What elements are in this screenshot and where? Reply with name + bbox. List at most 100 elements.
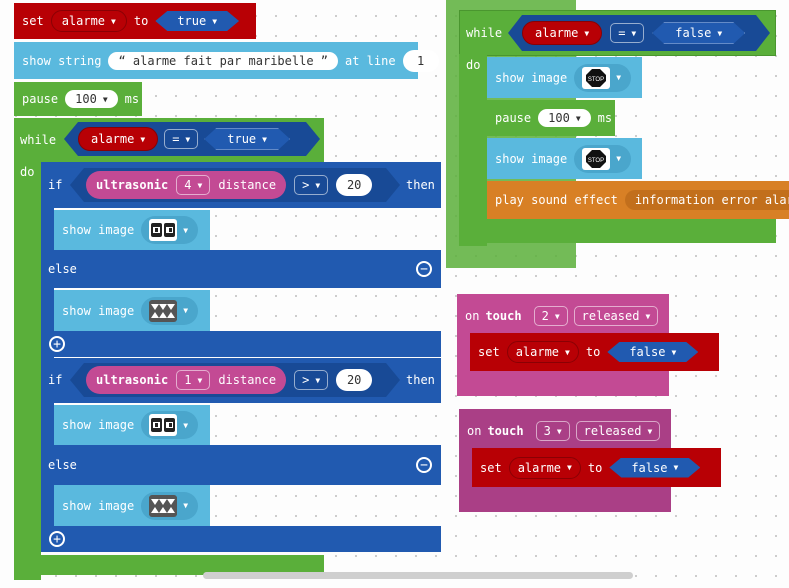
false-value-dropdown[interactable]: false▼: [652, 22, 745, 44]
svg-text:STOP: STOP: [588, 158, 604, 164]
greater-than-operator-dropdown[interactable]: >▼: [294, 175, 328, 195]
false-value-dropdown[interactable]: false▼: [607, 342, 698, 362]
show-image-teeth-block[interactable]: show image ▼: [54, 290, 210, 331]
pause-keyword: pause: [22, 92, 59, 106]
then-keyword: then: [406, 373, 435, 387]
minus-circle-icon[interactable]: −: [416, 457, 432, 473]
ms-unit: ms: [124, 92, 140, 106]
alarme-variable-dropdown[interactable]: alarme▼: [522, 21, 602, 45]
released-label: released: [581, 309, 640, 323]
released-label: released: [583, 424, 642, 438]
chevron-down-icon: ▼: [111, 16, 116, 26]
touch-pin-dropdown[interactable]: 3▼: [535, 421, 570, 441]
on-touch-2-header: on touch 2▼ released▼: [465, 306, 659, 326]
pause-duration-dropdown[interactable]: 100▼: [65, 90, 118, 108]
image-stop-dropdown[interactable]: STOP▼: [574, 144, 632, 173]
string-input[interactable]: “ alarme fait par maribelle ”: [108, 51, 338, 70]
ultrasonic-distance-reporter[interactable]: ultrasonic 4▼ distance: [86, 171, 286, 199]
port-value: 1: [184, 373, 192, 387]
equals-operator-dropdown[interactable]: =▼: [610, 23, 644, 43]
chevron-down-icon: ▼: [575, 113, 581, 123]
line-number-input[interactable]: 1: [402, 49, 439, 72]
set-keyword: set: [478, 345, 500, 359]
set-keyword: set: [22, 14, 44, 28]
chevron-down-icon: ▼: [556, 426, 562, 436]
if-1-condition[interactable]: ultrasonic 4▼ distance >▼ 20: [70, 168, 400, 202]
touch-state-dropdown[interactable]: released ▼: [573, 306, 659, 326]
chevron-down-icon: ▼: [645, 311, 651, 321]
horizontal-scrollbar[interactable]: [203, 572, 633, 579]
true-value-dropdown[interactable]: true▼: [204, 128, 290, 150]
image-stop-dropdown[interactable]: STOP▼: [574, 63, 632, 92]
alarme-variable-dropdown[interactable]: alarme▼: [78, 127, 158, 151]
ms-unit: ms: [597, 111, 613, 125]
show-image-stop-block-2[interactable]: show image STOP▼: [487, 138, 642, 179]
alarme-label: alarme: [535, 26, 579, 40]
while-keyword: while: [466, 26, 503, 40]
distance-label: distance: [218, 178, 277, 192]
if-block-2-footer: [41, 526, 441, 552]
image-eyes-dropdown[interactable]: ▼: [141, 411, 199, 439]
set-alarme-false-block[interactable]: set alarme▼ to false▼: [470, 333, 719, 371]
image-eyes-dropdown[interactable]: ▼: [141, 216, 199, 244]
touch-pin-dropdown[interactable]: 2▼: [533, 306, 568, 326]
false-label: false: [629, 345, 666, 359]
eyes-image-icon: [149, 414, 178, 436]
chevron-down-icon: ▼: [183, 306, 189, 315]
pause-duration-dropdown[interactable]: 100▼: [538, 109, 591, 127]
to-keyword: to: [587, 460, 603, 475]
false-value-dropdown[interactable]: false▼: [609, 458, 700, 478]
show-image-keyword: show image: [495, 151, 568, 166]
chevron-down-icon: ▼: [185, 134, 191, 144]
touch-keyword: touch: [485, 309, 522, 323]
port-dropdown[interactable]: 1▼: [176, 370, 210, 390]
to-keyword: to: [133, 14, 149, 28]
pause-value: 100: [75, 92, 97, 106]
show-image-stop-block-1[interactable]: show image STOP▼: [487, 57, 642, 98]
alarme-variable-dropdown[interactable]: alarme▼: [508, 456, 581, 479]
equals-operator-dropdown[interactable]: =▼: [164, 129, 198, 149]
image-teeth-dropdown[interactable]: ▼: [141, 491, 199, 520]
image-teeth-dropdown[interactable]: ▼: [141, 296, 199, 325]
show-image-keyword: show image: [495, 70, 568, 85]
minus-circle-icon[interactable]: −: [416, 261, 432, 277]
show-image-eyes-block[interactable]: show image ▼: [54, 405, 210, 445]
show-string-keyword: show string: [22, 53, 102, 68]
set-keyword: set: [480, 460, 502, 475]
chevron-down-icon: ▼: [673, 463, 679, 472]
pause-block[interactable]: pause 100▼ ms: [487, 100, 615, 136]
ultrasonic-label: ultrasonic: [96, 373, 169, 387]
alarme-variable-dropdown[interactable]: alarme▼: [50, 10, 127, 32]
show-image-teeth-block[interactable]: show image ▼: [54, 485, 210, 526]
show-string-block[interactable]: show string “ alarme fait par maribelle …: [14, 42, 439, 79]
pause-block[interactable]: pause 100▼ ms: [14, 82, 142, 116]
alarme-variable-dropdown[interactable]: alarme▼: [506, 341, 579, 363]
show-image-keyword: show image: [62, 418, 135, 432]
while-loop-body-rail: [14, 160, 41, 580]
on-touch-3-header: on touch 3▼ released▼: [467, 421, 661, 441]
while-condition-compare[interactable]: alarme▼ =▼ true▼: [64, 122, 320, 156]
play-sound-effect-block[interactable]: play sound effect information error alar…: [487, 181, 789, 219]
do-keyword: do: [20, 165, 35, 179]
gt-label: >: [302, 178, 310, 192]
pin-value: 2: [541, 309, 549, 323]
plus-circle-icon[interactable]: +: [49, 531, 65, 547]
port-dropdown[interactable]: 4▼: [176, 175, 210, 195]
sound-effect-dropdown[interactable]: information error alarm: [624, 190, 789, 210]
set-alarme-true-block[interactable]: set alarme▼ to true▼: [14, 3, 256, 39]
set-alarme-false-block[interactable]: set alarme▼ to false▼: [472, 448, 721, 487]
while-false-condition[interactable]: alarme▼ =▼ false▼: [508, 15, 770, 51]
if-2-condition[interactable]: ultrasonic 1▼ distance >▼ 20: [70, 363, 400, 397]
true-value-dropdown[interactable]: true▼: [155, 11, 239, 31]
plus-circle-icon[interactable]: +: [49, 336, 65, 352]
threshold-input[interactable]: 20: [336, 174, 372, 196]
while-loop-footer: [14, 555, 324, 575]
show-image-eyes-block[interactable]: show image ▼: [54, 210, 210, 250]
show-image-keyword: show image: [62, 223, 135, 237]
threshold-input[interactable]: 20: [336, 369, 372, 391]
touch-state-dropdown[interactable]: released▼: [575, 421, 661, 441]
do-keyword: do: [466, 58, 481, 72]
ultrasonic-distance-reporter[interactable]: ultrasonic 1▼ distance: [86, 366, 286, 394]
while-keyword: while: [20, 133, 57, 147]
greater-than-operator-dropdown[interactable]: >▼: [294, 370, 328, 390]
